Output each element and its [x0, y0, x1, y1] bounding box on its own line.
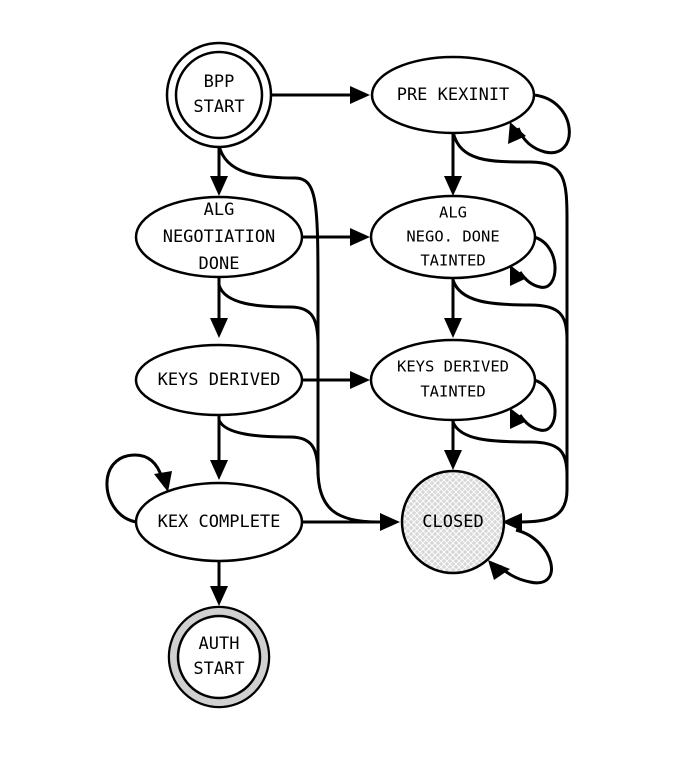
- node-label: KEYS DERIVED: [158, 370, 281, 390]
- node-label: NEGO. DONE: [406, 228, 499, 246]
- arrowhead: [444, 318, 462, 338]
- edge-kex-complete-self-loop: [105, 453, 164, 524]
- arrowhead: [350, 371, 370, 389]
- arrowhead: [350, 228, 370, 246]
- edge-pre-kexinit-self-loop: [516, 93, 571, 155]
- node-label: TAINTED: [420, 383, 485, 401]
- node-label: BPP: [204, 72, 235, 92]
- edges: [105, 86, 571, 606]
- node-label: NEGOTIATION: [163, 227, 276, 247]
- arrowhead: [510, 408, 527, 429]
- node-alg-negotiation-done: ALG NEGOTIATION DONE: [134, 195, 304, 279]
- arrowhead: [210, 460, 228, 480]
- arrowhead: [380, 513, 400, 531]
- node-keys-derived-tainted: KEYS DERIVED TAINTED: [369, 338, 537, 422]
- node-pre-kexinit: PRE KEXINIT: [370, 55, 536, 135]
- node-label: ALG: [204, 200, 235, 220]
- node-label: KEYS DERIVED: [397, 358, 509, 376]
- arrowhead: [444, 176, 462, 196]
- node-label: CLOSED: [422, 512, 483, 532]
- node-label: TAINTED: [420, 252, 485, 270]
- node-label: PRE KEXINIT: [397, 85, 510, 105]
- node-kex-complete: KEX COMPLETE: [134, 481, 304, 563]
- arrowhead: [502, 513, 522, 531]
- arrowhead: [444, 450, 462, 470]
- edge-keys-derived-to-closed: [217, 419, 320, 476]
- node-label: DONE: [199, 254, 240, 274]
- arrowhead: [210, 586, 228, 606]
- arrowhead: [350, 86, 370, 104]
- node-alg-nego-done-tainted: ALG NEGO. DONE TAINTED: [369, 194, 537, 280]
- edge-alg-nego-tainted-to-closed: [451, 279, 569, 341]
- node-auth-start: AUTH START: [167, 605, 271, 709]
- edge-bpp-start-to-closed: [217, 144, 379, 524]
- node-keys-derived: KEYS DERIVED: [134, 343, 304, 417]
- arrowhead: [508, 122, 526, 144]
- arrowhead: [510, 265, 527, 286]
- arrowhead: [488, 560, 510, 580]
- arrowhead: [210, 176, 228, 196]
- edge-keys-derived-tainted-to-closed-side: [451, 421, 569, 476]
- node-closed: CLOSED: [400, 469, 506, 575]
- node-label: AUTH: [199, 634, 240, 654]
- node-label: ALG: [439, 204, 467, 222]
- node-label: START: [193, 97, 244, 117]
- node-label: START: [193, 659, 244, 679]
- arrowhead: [154, 471, 172, 492]
- edge-pre-kexinit-to-closed: [451, 131, 569, 524]
- arrowhead: [210, 318, 228, 338]
- edge-alg-negotiation-to-closed: [217, 284, 320, 346]
- edge-closed-self-loop: [498, 528, 553, 585]
- nodes: BPP START PRE KEXINIT ALG NEGOTIATION DO…: [134, 41, 537, 709]
- node-label: KEX COMPLETE: [158, 512, 281, 532]
- node-bpp-start: BPP START: [165, 41, 273, 149]
